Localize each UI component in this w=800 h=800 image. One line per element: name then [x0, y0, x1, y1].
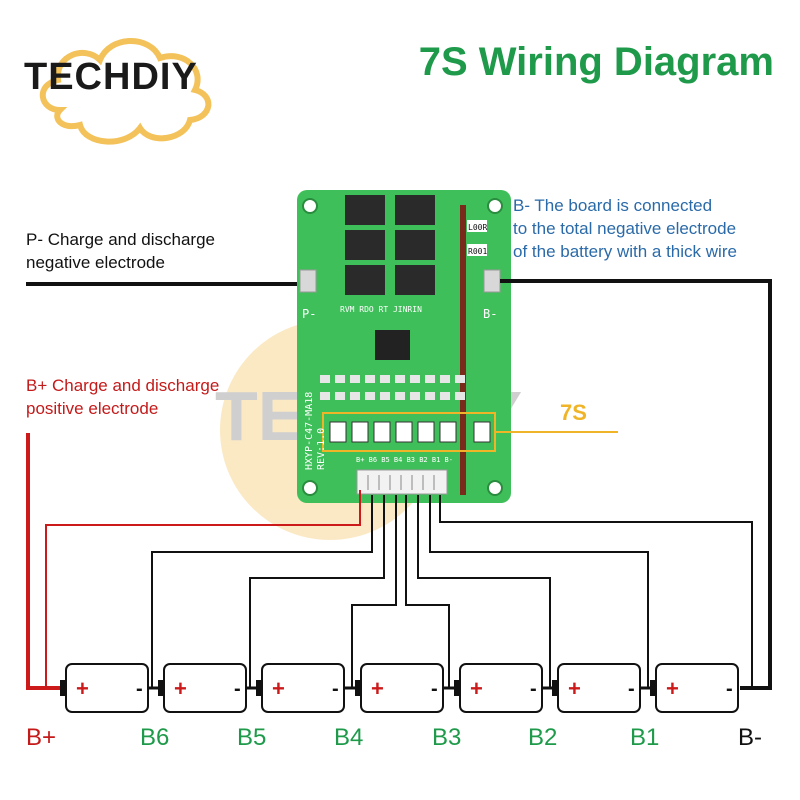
battery-terminal — [60, 680, 66, 696]
battery-body — [557, 663, 641, 713]
battery-cell: +- — [552, 663, 641, 713]
battery-terminal — [650, 680, 656, 696]
battery-cell: +- — [454, 663, 543, 713]
battery-body — [163, 663, 247, 713]
highlight-label: 7S — [560, 400, 587, 425]
terminal-label-b1: B1 — [630, 724, 660, 751]
battery-plus-sign: + — [666, 676, 679, 701]
b-minus-annotation: B- The board is connected to the total n… — [513, 194, 737, 263]
thick-wire — [460, 205, 466, 495]
battery-plus-sign: + — [568, 676, 581, 701]
p-minus-pad — [299, 269, 317, 293]
balance-resistors — [329, 421, 491, 443]
mount-hole — [487, 198, 503, 214]
b2-sense-wire — [417, 495, 551, 688]
bms-ic — [375, 330, 410, 360]
b-plus-line-1: B+ Charge and discharge — [26, 376, 220, 395]
terminal-label-b-minus: B- — [738, 724, 762, 751]
b5-sense-wire — [249, 495, 385, 688]
b-minus-line-1: B- The board is connected — [513, 196, 713, 215]
b-minus-line-2: to the total negative electrode — [513, 219, 737, 238]
p-pad-label: P- — [302, 307, 316, 321]
b-minus-pad — [483, 269, 501, 293]
mount-hole — [302, 198, 318, 214]
board-rev: REV:1.0 — [316, 428, 327, 470]
res-label-2: R001 — [468, 247, 487, 256]
battery-plus-sign: + — [470, 676, 483, 701]
page-title: 7S Wiring Diagram — [418, 40, 774, 84]
b-pad-label: B- — [483, 307, 497, 321]
terminal-label-b4: B4 — [334, 724, 364, 751]
terminal-label-b2: B2 — [528, 724, 558, 751]
battery-minus-sign: - — [234, 678, 241, 700]
battery-minus-sign: - — [530, 678, 537, 700]
battery-minus-sign: - — [431, 678, 438, 700]
battery-body — [65, 663, 149, 713]
battery-terminal — [158, 680, 164, 696]
p-minus-annotation: P- Charge and discharge negative electro… — [26, 228, 215, 274]
battery-minus-sign: - — [136, 678, 143, 700]
logo-text: TECHDIY — [24, 56, 198, 98]
terminal-label-b3: B3 — [432, 724, 462, 751]
wiring — [26, 279, 772, 690]
battery-terminal — [355, 680, 361, 696]
pcb-board: P- B- L00R R001 RVM RDO RT JINRIN — [297, 190, 618, 503]
mount-hole — [487, 480, 503, 496]
terminal-label-b6: B6 — [140, 724, 170, 751]
battery-terminal — [552, 680, 558, 696]
p-minus-line-1: P- Charge and discharge — [26, 230, 216, 249]
board-model: HXYP-C47-MA18 — [304, 392, 315, 470]
b6-sense-wire — [151, 495, 373, 688]
battery-minus-sign: - — [628, 678, 635, 700]
battery-cell: +- — [355, 663, 444, 713]
battery-cell: +- — [650, 663, 739, 713]
connector-pin-labels: B+ B6 B5 B4 B3 B2 B1 B- — [356, 456, 453, 464]
b-minus-sense-wire — [439, 495, 753, 688]
b1-sense-wire — [429, 495, 649, 688]
battery-plus-sign: + — [272, 676, 285, 701]
p-minus-line-2: negative electrode — [26, 253, 165, 272]
connector-pins — [367, 475, 435, 490]
battery-terminal — [256, 680, 262, 696]
res-label-1: L00R — [468, 223, 487, 232]
component-rows — [320, 375, 465, 400]
b4-sense-wire — [351, 495, 397, 688]
b-minus-main-wire — [500, 279, 772, 690]
top-labels: RVM RDO RT JINRIN — [340, 305, 422, 314]
b-plus-main-wire — [26, 433, 60, 690]
battery-cell: +- — [158, 663, 247, 713]
battery-cell: +- — [60, 663, 149, 713]
battery-cell: +- — [256, 663, 345, 713]
b3-sense-wire — [405, 495, 450, 688]
b-plus-line-2: positive electrode — [26, 399, 159, 418]
terminal-label-b5: B5 — [237, 724, 267, 751]
battery-minus-sign: - — [726, 678, 733, 700]
battery-body — [360, 663, 444, 713]
battery-minus-sign: - — [332, 678, 339, 700]
logo-cloud-icon — [39, 38, 212, 145]
battery-pack: +-+-+-+-+-+-+- — [60, 663, 739, 713]
battery-body — [261, 663, 345, 713]
balance-connector — [356, 469, 448, 495]
battery-body — [655, 663, 739, 713]
mosfet-array — [345, 195, 435, 295]
b-minus-line-3: of the battery with a thick wire — [513, 242, 737, 261]
battery-plus-sign: + — [371, 676, 384, 701]
battery-plus-sign: + — [174, 676, 187, 701]
battery-plus-sign: + — [76, 676, 89, 701]
b-plus-sense-wire — [45, 490, 361, 688]
battery-terminal — [454, 680, 460, 696]
battery-body — [459, 663, 543, 713]
mount-hole — [302, 480, 318, 496]
b-plus-annotation: B+ Charge and discharge positive electro… — [26, 374, 219, 420]
terminal-label-b-plus: B+ — [26, 724, 57, 751]
